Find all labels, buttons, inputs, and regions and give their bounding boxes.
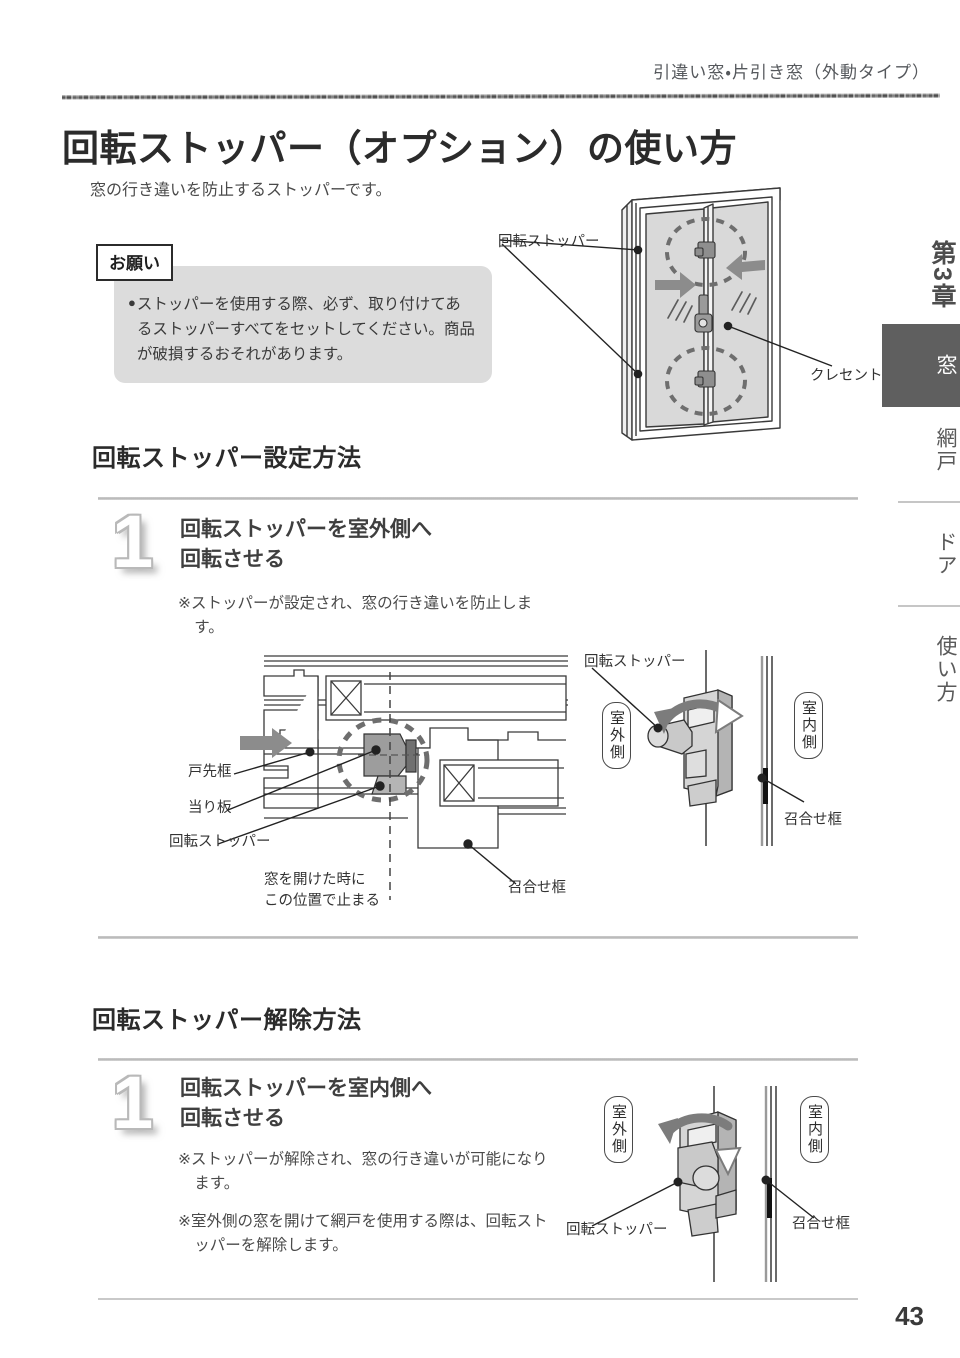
highlight-circle-bottom bbox=[665, 346, 747, 416]
step-title-line2: 回転させる bbox=[180, 1106, 285, 1130]
highlight-circle-stopper bbox=[336, 717, 430, 803]
page-number: 43 bbox=[895, 1301, 924, 1331]
notice-label: お願い bbox=[96, 244, 173, 281]
window-illustration-svg bbox=[499, 187, 833, 441]
side-tab-divider bbox=[898, 500, 960, 503]
cross-section-svg bbox=[217, 655, 568, 900]
section-divider-setting-bottom bbox=[98, 936, 858, 939]
label-kaiten-stopper-detail: 回転ストッパー bbox=[584, 654, 686, 670]
label-stop-position: 窓を開けた時に この位置で止まる bbox=[264, 870, 380, 912]
step-number-setting: 1 bbox=[112, 500, 154, 583]
label-outside-release: 室外側 bbox=[604, 1096, 633, 1163]
meshiawase-marker bbox=[767, 1178, 772, 1218]
label-inside-setting: 室内側 bbox=[794, 692, 823, 759]
side-tab-doa[interactable]: ドア bbox=[934, 530, 957, 577]
note-line: ※室外側の窓を開けて網戸を使用する際は、回転ストッパーを解除します。 bbox=[178, 1213, 548, 1255]
notice-text: ストッパーを使用する際、必ず、取り付けてあるストッパーすべてをセットしてください… bbox=[136, 296, 475, 364]
side-tab-mado[interactable]: 窓 bbox=[882, 323, 960, 407]
stop-position-line1: 窓を開けた時に bbox=[264, 872, 366, 888]
rotation-arrow-release bbox=[658, 1113, 742, 1177]
window-illustration: 回転ストッパー クレセント bbox=[480, 178, 900, 443]
stopper-detail-release-svg bbox=[591, 1086, 815, 1282]
label-tosaki-kamachi: 戸先框 bbox=[188, 764, 232, 780]
chapter-indicator: 第3章 bbox=[928, 240, 956, 310]
label-kaiten-stopper-window: 回転ストッパー bbox=[498, 234, 600, 250]
rotation-arrow-setting bbox=[654, 698, 744, 734]
stopper-detail-setting: 回転ストッパー 室外側 室内側 召合せ框 bbox=[566, 650, 896, 850]
stopper-detail-release: 室外側 室内側 回転ストッパー 召合せ框 bbox=[566, 1086, 896, 1286]
step-number-release: 1 bbox=[112, 1061, 154, 1144]
label-meshiawase-kamachi-section: 召合せ框 bbox=[508, 880, 566, 896]
step-note-setting: ※ストッパーが設定され、窓の行き違いを防止します。 bbox=[178, 592, 550, 640]
side-tab-divider bbox=[898, 604, 960, 607]
stop-position-line2: この位置で止まる bbox=[264, 893, 380, 910]
page-title: 回転ストッパー（オプション）の使い方 bbox=[62, 128, 737, 169]
step-title-release: 回転ストッパーを室内側へ 回転させる bbox=[180, 1074, 432, 1134]
side-tab-tsukaikata[interactable]: 使い方 bbox=[934, 634, 957, 704]
label-inside-release: 室内側 bbox=[800, 1096, 829, 1163]
page-subtitle: 窓の行き違いを防止するストッパーです。 bbox=[90, 182, 392, 199]
motion-arrows bbox=[655, 254, 765, 298]
section-divider-setting bbox=[98, 497, 858, 500]
label-atariban: 当り板 bbox=[188, 800, 232, 816]
side-tab-navigation: 第3章 窓 網戸 ドア 使い方 bbox=[882, 240, 960, 724]
note-line: ※ストッパーが解除され、窓の行き違いが可能になります。 bbox=[178, 1151, 548, 1193]
notice-item: ● ストッパーを使用する際、必ず、取り付けてあるストッパーすべてをセットしてくだ… bbox=[128, 292, 476, 367]
label-kaiten-stopper-section: 回転ストッパー bbox=[169, 834, 271, 850]
label-kaiten-stopper-release: 回転ストッパー bbox=[566, 1222, 668, 1238]
step-title-line1: 回転ストッパーを室内側へ bbox=[180, 1077, 432, 1100]
step-note-release-1: ※ストッパーが解除され、窓の行き違いが可能になります。 bbox=[178, 1148, 556, 1196]
step-title-setting: 回転ストッパーを室外側へ 回転させる bbox=[180, 515, 432, 575]
cross-section-diagram: 戸先框 当り板 回転ストッパー 窓を開けた時に この位置で止まる 召合せ框 bbox=[168, 648, 568, 918]
footer-divider bbox=[98, 1298, 858, 1300]
label-meshiawase-kamachi-release: 召合せ框 bbox=[792, 1216, 850, 1232]
open-direction-arrow bbox=[240, 728, 292, 758]
stopper-detail-setting-svg bbox=[591, 650, 805, 846]
step-title-line2: 回転させる bbox=[180, 547, 285, 571]
header-divider bbox=[61, 93, 941, 100]
page-header-breadcrumb: 引違い窓・片引き窓（外動タイプ） bbox=[653, 63, 930, 82]
notice-body: ● ストッパーを使用する際、必ず、取り付けてあるストッパーすべてをセットしてくだ… bbox=[114, 266, 492, 384]
step-title-line1: 回転ストッパーを室外側へ bbox=[180, 518, 432, 541]
label-crescent: クレセント bbox=[810, 368, 883, 384]
meshiawase-marker bbox=[763, 768, 768, 804]
section-divider-release bbox=[98, 1058, 858, 1061]
highlight-circle-top bbox=[665, 217, 747, 287]
note-line: ※ストッパーが設定され、窓の行き違いを防止します。 bbox=[178, 595, 533, 637]
section-heading-setting: 回転ストッパー設定方法 bbox=[92, 445, 362, 472]
section-heading-release: 回転ストッパー解除方法 bbox=[92, 1007, 362, 1034]
label-meshiawase-kamachi-detail: 召合せ框 bbox=[784, 812, 842, 828]
bullet-icon: ● bbox=[128, 295, 136, 310]
step-note-release-2: ※室外側の窓を開けて網戸を使用する際は、回転ストッパーを解除します。 bbox=[178, 1210, 556, 1258]
side-tab-amido[interactable]: 網戸 bbox=[934, 426, 957, 473]
label-outside-setting: 室外側 bbox=[602, 702, 631, 769]
